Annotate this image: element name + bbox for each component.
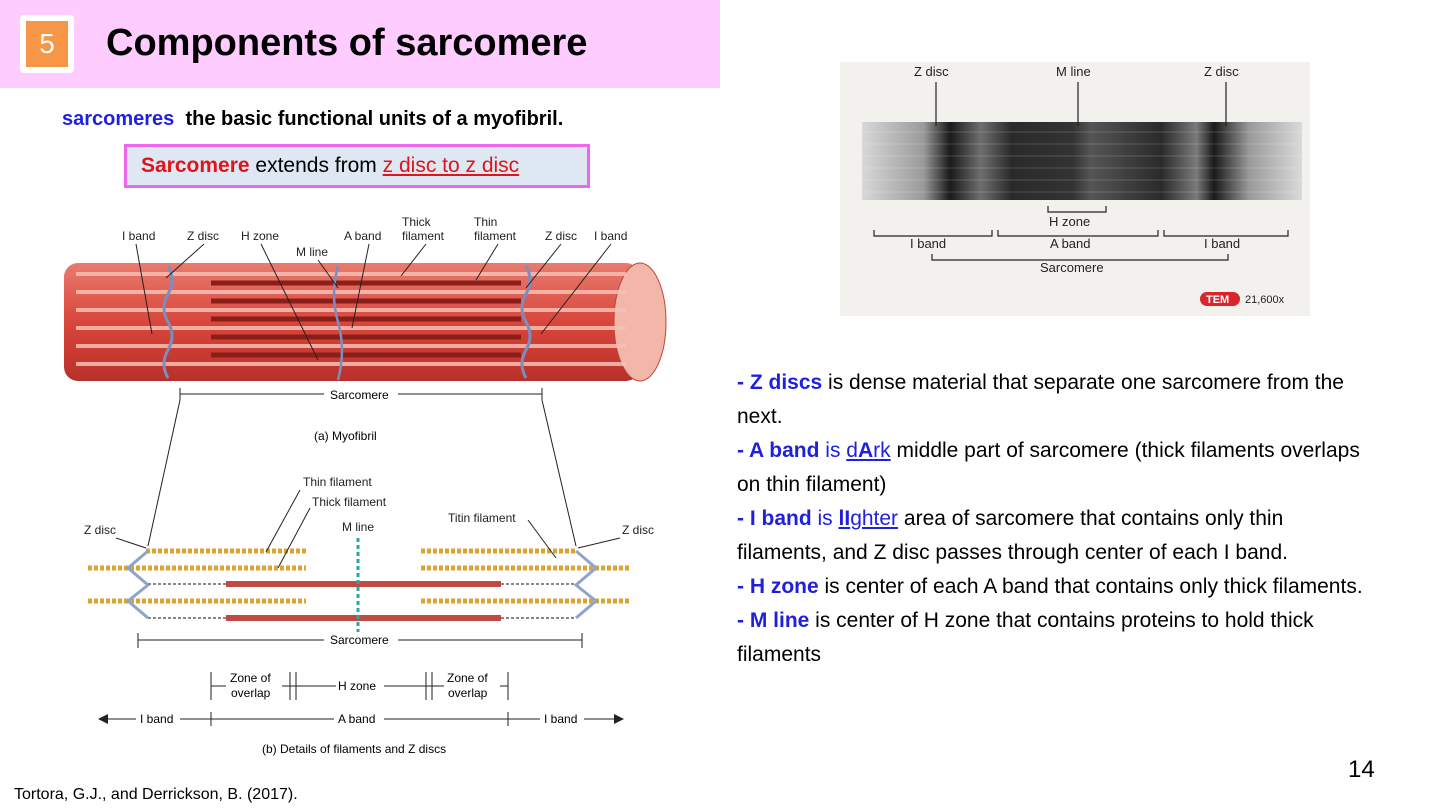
fil-label-a-band: A band [338, 712, 375, 726]
desc-text: middle part of sarcomere (thick filament… [737, 439, 1360, 496]
box-link[interactable]: z disc to z disc [382, 154, 520, 177]
fil-label-z-disc-left: Z disc [84, 523, 116, 537]
link-post: ghter [850, 507, 899, 530]
sarcomere-diagram: I band Z disc H zone M line A band Thick… [64, 215, 667, 756]
page-number: 14 [1348, 756, 1375, 783]
fil-label-titin: Titin filament [448, 511, 516, 525]
description-list: - Z discs is dense material that separat… [737, 366, 1377, 672]
desc-text: is dense material that separate one sarc… [737, 371, 1344, 428]
myo-label-h-zone: H zone [241, 229, 279, 243]
desc-h-zone: - H zone is center of each A band that c… [737, 570, 1377, 604]
box-text: extends from [249, 154, 383, 177]
intro-term: sarcomeres [62, 108, 175, 130]
fil-label-sarcomere: Sarcomere [330, 633, 389, 647]
myofibril-cylinder [64, 243, 667, 382]
desc-term: - A band [737, 439, 820, 462]
fil-label-zone-left-1: Zone of [230, 671, 271, 685]
title-bar: 5 Components of sarcomere [0, 0, 720, 88]
desc-link-lighter[interactable]: lIghter [839, 507, 899, 530]
fil-label-m-line: M line [342, 520, 374, 534]
desc-term: - M line [737, 609, 810, 632]
myo-label-z-disc-right: Z disc [545, 229, 577, 243]
link-pre: d [846, 439, 858, 462]
desc-mid: is [819, 439, 847, 462]
definition-box: Sarcomere extends from z disc to z disc [124, 144, 590, 188]
tem-label-a-band: A band [1050, 236, 1091, 251]
desc-a-band: - A band is dArk middle part of sarcomer… [737, 434, 1377, 502]
fil-label-thin: Thin filament [303, 475, 372, 489]
desc-text: is center of H zone that contains protei… [737, 609, 1314, 666]
myo-label-thin-2: filament [474, 229, 517, 243]
tem-label-sarcomere: Sarcomere [1040, 260, 1104, 275]
filament-detail [88, 489, 631, 638]
tem-badge [1200, 292, 1240, 306]
tem-micrograph: Z disc M line Z disc H zone I band A ban… [840, 62, 1310, 316]
myo-label-z-disc-left: Z disc [187, 229, 219, 243]
tem-magnification: 21,600x [1245, 294, 1285, 306]
desc-term: - I band [737, 507, 812, 530]
myo-label-thick-2: filament [402, 229, 445, 243]
tem-label-z-disc-left: Z disc [914, 64, 949, 79]
fil-caption: (b) Details of filaments and Z discs [262, 742, 446, 756]
slide-number: 5 [26, 21, 68, 67]
link-bold: A [857, 439, 874, 462]
slide-title: Components of sarcomere [106, 22, 588, 64]
fil-label-zone-right-2: overlap [448, 686, 488, 700]
tem-label-h-zone: H zone [1049, 214, 1090, 229]
intro-line: sarcomeres the basic functional units of… [62, 108, 563, 131]
tem-label-m-line: M line [1056, 64, 1091, 79]
desc-text: area of sarcomere that contains only thi… [737, 507, 1288, 564]
intro-text: the basic functional units of a myofibri… [185, 108, 564, 130]
fil-label-i-band-right: I band [544, 712, 577, 726]
desc-m-line: - M line is center of H zone that contai… [737, 604, 1377, 672]
myo-label-thin-1: Thin [474, 215, 497, 229]
tem-label-i-band-left: I band [910, 236, 946, 251]
myo-label-thick-1: Thick [402, 215, 432, 229]
myo-label-m-line: M line [296, 245, 328, 259]
desc-term: - H zone [737, 575, 819, 598]
fil-label-zone-left-2: overlap [231, 686, 271, 700]
desc-term: - Z discs [737, 371, 823, 394]
desc-mid: is [811, 507, 839, 530]
myo-label-sarcomere: Sarcomere [330, 388, 389, 402]
fil-label-z-disc-right: Z disc [622, 523, 654, 537]
link-post: rk [873, 439, 891, 462]
myo-label-a-band: A band [344, 229, 381, 243]
tem-badge-text: TEM [1206, 294, 1229, 306]
box-term: Sarcomere [141, 154, 250, 177]
slide-number-badge: 5 [20, 15, 74, 73]
link-bold: lI [838, 507, 851, 530]
tem-label-i-band-right: I band [1204, 236, 1240, 251]
fil-label-zone-right-1: Zone of [447, 671, 488, 685]
desc-text: is center of each A band that contains o… [818, 575, 1363, 598]
desc-i-band: - I band is lIghter area of sarcomere th… [737, 502, 1377, 570]
myo-label-i-band-right: I band [594, 229, 627, 243]
fil-label-h-zone: H zone [338, 679, 376, 693]
fil-label-i-band-left: I band [140, 712, 173, 726]
myo-label-i-band-left: I band [122, 229, 155, 243]
citation: Tortora, G.J., and Derrickson, B. (2017)… [14, 786, 298, 803]
desc-link-dark[interactable]: dArk [846, 439, 890, 462]
myo-caption: (a) Myofibril [314, 429, 377, 443]
tem-label-z-disc-right: Z disc [1204, 64, 1239, 79]
desc-z-discs: - Z discs is dense material that separat… [737, 366, 1377, 434]
fil-label-thick: Thick filament [312, 495, 387, 509]
